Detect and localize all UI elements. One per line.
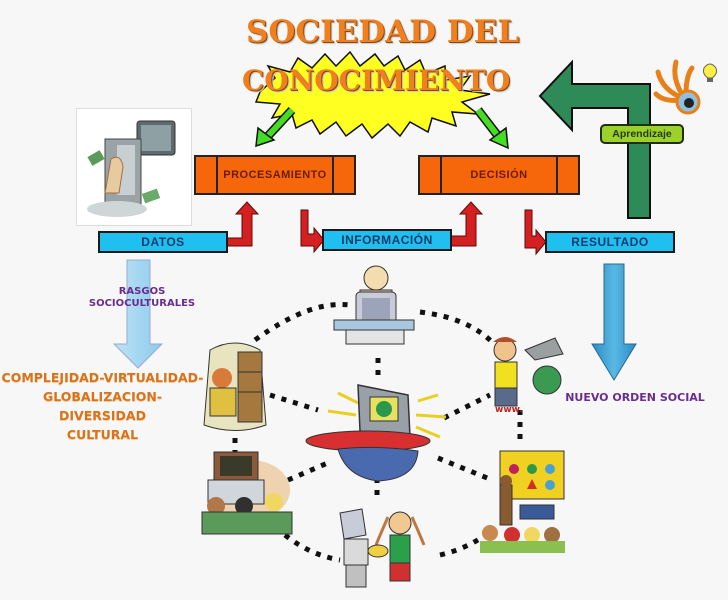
node-internet-computer [305,384,447,482]
flow-arrow-informacion-decision [450,201,484,247]
traits-line-2: GLOBALIZACION-DIVERSIDAD [42,389,163,423]
title-line-2: CONOCIMIENTO [242,64,511,97]
feedback-label-aprendizaje: Aprendizaje [600,124,684,144]
feedback-label-text: Aprendizaje [612,128,672,140]
traits-line-3: CULTURAL [66,427,139,442]
sociocultural-traits-text: COMPLEJIDAD-VIRTUALIDAD- GLOBALIZACION-D… [0,368,205,444]
stage-datos[interactable]: DATOS [98,231,228,253]
traits-line-1: COMPLEJIDAD-VIRTUALIDAD- [1,370,204,385]
rasgos-line-2: SOCIOCULTURALES [88,298,196,309]
process-label: DECISIÓN [470,169,528,181]
green-arrow-left [255,106,296,148]
box-divider [216,157,218,193]
node-student-with-globe: www. [493,337,564,415]
flow-arrow-datos-procesamiento [225,201,260,247]
flow-arrow-procesamiento-informacion [300,209,325,254]
node-woman-in-library [203,342,267,431]
starburst-shape [254,50,491,140]
process-label: PROCESAMIENTO [223,169,327,181]
arrow-rasgos-down [112,259,164,369]
green-arrow-right [474,107,509,150]
stage-label: INFORMACIÓN [341,233,433,247]
stage-label: RESULTADO [571,235,649,249]
computer-tower-icon [87,120,176,217]
box-divider [440,157,442,193]
computer-clipart [76,108,192,226]
rasgos-socioculturales-label: RASGOS SOCIOCULTURALES [82,286,202,310]
title-line-1: SOCIEDAD DEL [246,14,520,50]
stage-label: DATOS [141,235,185,249]
flow-arrow-decision-resultado [524,209,547,256]
node-group-watching-screen [201,451,293,535]
arrow-resultado-down [591,263,637,381]
process-procesamiento[interactable]: PROCESAMIENTO [194,155,356,195]
stage-informacion[interactable]: INFORMACIÓN [322,229,452,251]
stage-resultado[interactable]: RESULTADO [545,231,675,253]
network-dotted-links [232,301,523,563]
box-divider [332,157,334,193]
feedback-arrow [538,59,651,219]
box-divider [556,157,558,193]
www-text: www. [495,405,523,415]
rasgos-line-1: RASGOS [118,286,166,297]
idea-eye-icon [653,59,717,115]
node-classroom-board [480,450,565,553]
nuevo-orden-social-label: NUEVO ORDEN SOCIAL [565,391,705,404]
process-decision[interactable]: DECISIÓN [418,155,580,195]
node-girl-at-computer [339,508,426,588]
node-person-at-computer [333,265,415,345]
